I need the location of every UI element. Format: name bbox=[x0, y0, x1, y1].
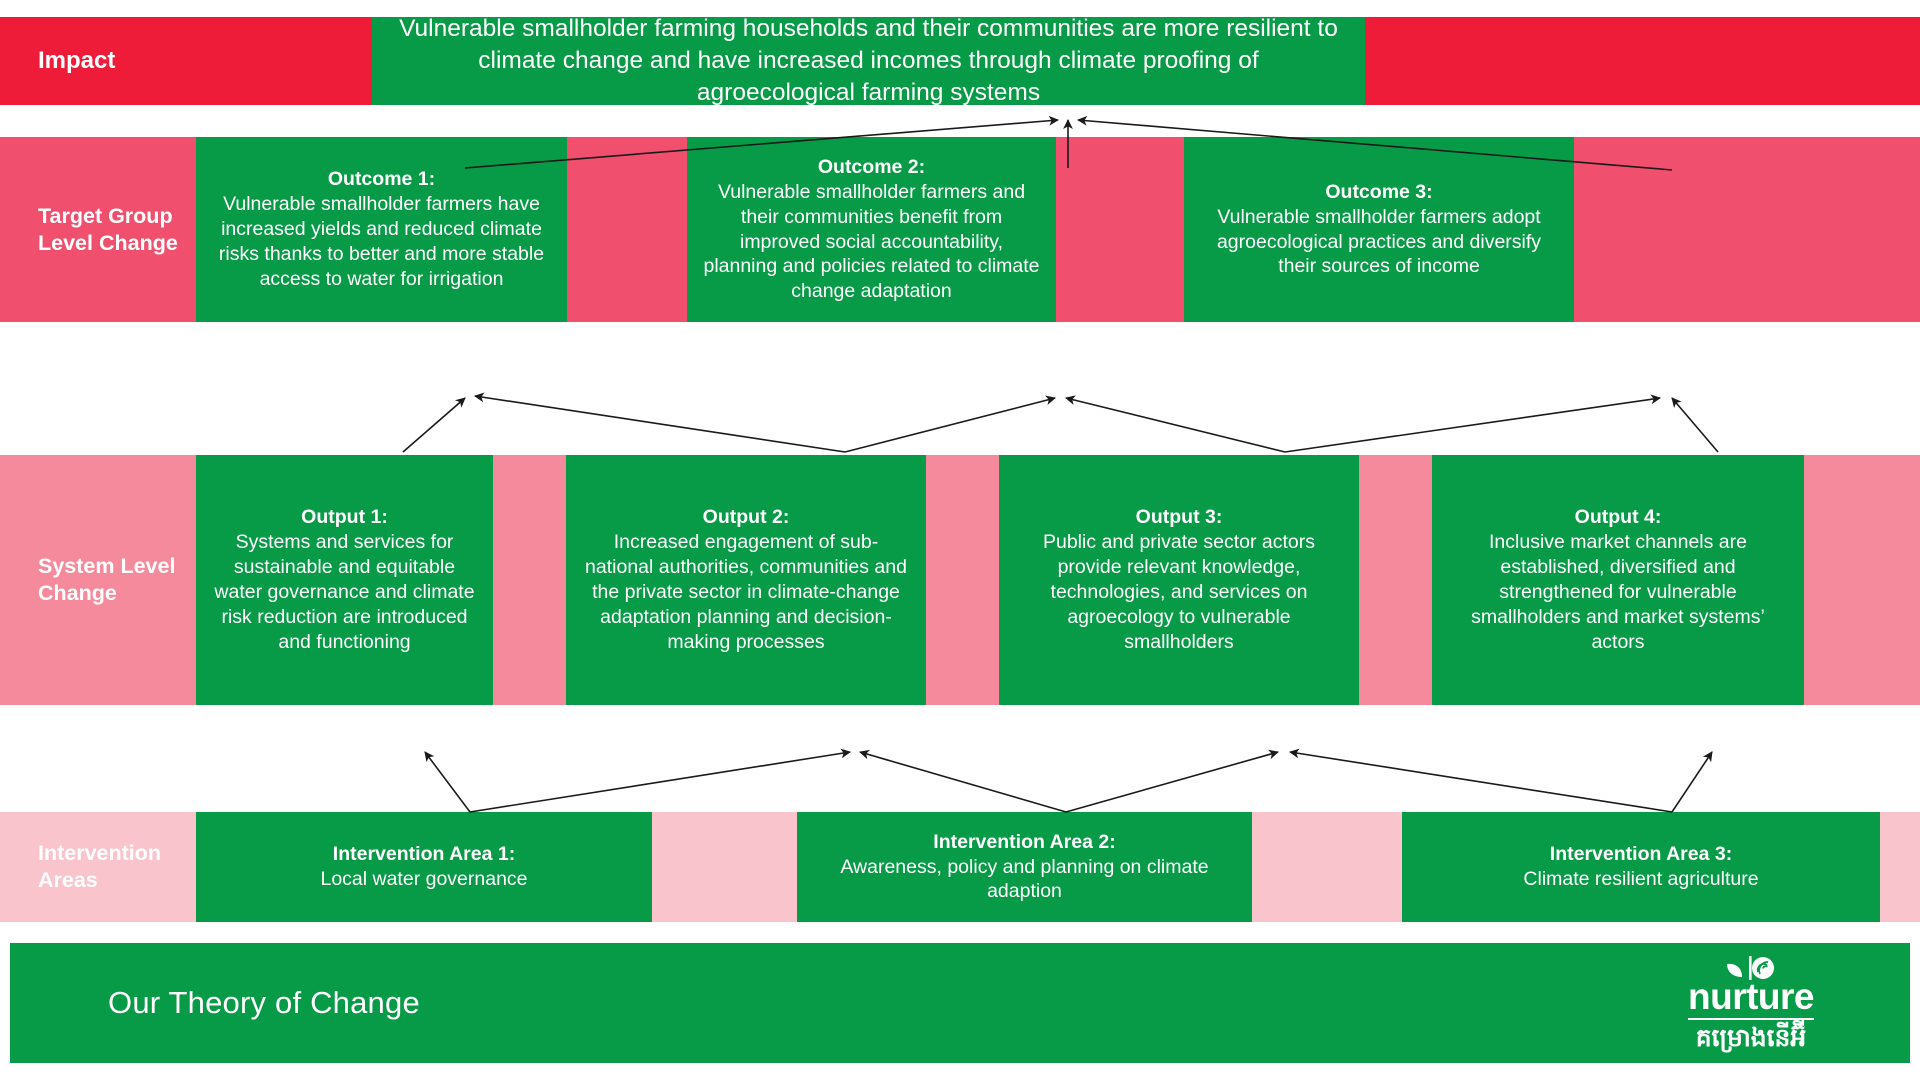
outcome-2-title: Outcome 2: bbox=[817, 155, 926, 178]
outcome-3-body: Vulnerable smallholder farmers adopt agr… bbox=[1216, 205, 1542, 278]
intervention-area-2-title: Intervention Area 2: bbox=[933, 830, 1116, 853]
intervention-area-3-box: Intervention Area 3: Climate resilient a… bbox=[1402, 812, 1880, 922]
leaf-and-fingerprint-icon bbox=[1727, 955, 1774, 980]
intervention-area-3-body: Climate resilient agriculture bbox=[1523, 868, 1759, 890]
outcome-2-body: Vulnerable smallholder farmers and their… bbox=[703, 180, 1040, 303]
diagram-title: Our Theory of Change bbox=[108, 985, 420, 1020]
impact-statement-text: Vulnerable smallholder farming household… bbox=[399, 15, 1338, 106]
intervention-area-1-box: Intervention Area 1: Local water governa… bbox=[196, 812, 652, 922]
output-2-body: Increased engagement of sub-national aut… bbox=[585, 531, 907, 653]
target-group-gap-1 bbox=[567, 137, 687, 322]
system-level-gap-1 bbox=[493, 455, 566, 705]
output-3-body: Public and private sector actors provide… bbox=[1042, 531, 1316, 653]
intervention-area-2-box: Intervention Area 2: Awareness, policy a… bbox=[797, 812, 1252, 922]
output-2-title: Output 2: bbox=[702, 506, 790, 529]
outcome-1-body: Vulnerable smallholder farmers have incr… bbox=[218, 193, 545, 290]
intervention-areas-row-label: Intervention Areas bbox=[38, 841, 162, 892]
nurture-logo: nurture គម្រោងនើអ៊ី bbox=[1688, 955, 1862, 1052]
output-3-box: Output 3: Public and private sector acto… bbox=[999, 455, 1359, 705]
system-level-row-label: System Level Change bbox=[38, 554, 176, 605]
outcome-3-title: Outcome 3: bbox=[1325, 180, 1433, 203]
outcome-1-title: Outcome 1: bbox=[327, 168, 436, 191]
system-level-gap-2 bbox=[926, 455, 999, 705]
footer-bar: Our Theory of Change nurture គម្រោងនើអ៊ី bbox=[10, 943, 1910, 1063]
intervention-gap-1 bbox=[652, 812, 797, 922]
output-4-body: Inclusive market channels are establishe… bbox=[1471, 531, 1765, 653]
output-2-box: Output 2: Increased engagement of sub-na… bbox=[566, 455, 926, 705]
output-3-title: Output 3: bbox=[1135, 506, 1223, 529]
impact-row: Impact Vulnerable smallholder farming ho… bbox=[0, 15, 1920, 106]
intervention-to-output-arrows bbox=[424, 748, 1713, 813]
output-to-outcome-arrows bbox=[402, 392, 1719, 453]
system-level-row-filler bbox=[1804, 455, 1920, 705]
outcome-1-box: Outcome 1: Vulnerable smallholder farmer… bbox=[196, 137, 567, 322]
output-1-title: Output 1: bbox=[301, 506, 388, 529]
impact-row-label: Impact bbox=[38, 47, 116, 74]
logo-wordmark: nurture bbox=[1688, 978, 1815, 1020]
target-group-level-change-row: Target Group Level Change Outcome 1: Vul… bbox=[0, 137, 1920, 322]
output-4-title: Output 4: bbox=[1574, 506, 1662, 529]
intervention-area-3-title: Intervention Area 3: bbox=[1549, 843, 1733, 866]
output-4-box: Output 4: Inclusive market channels are … bbox=[1432, 455, 1804, 705]
outcome-3-box: Outcome 3: Vulnerable smallholder farmer… bbox=[1184, 137, 1574, 322]
outcome-2-box: Outcome 2: Vulnerable smallholder farmer… bbox=[687, 137, 1056, 322]
target-group-row-label: Target Group Level Change bbox=[38, 203, 178, 255]
target-group-row-filler bbox=[1574, 137, 1920, 322]
impact-row-filler bbox=[1365, 17, 1920, 105]
impact-statement-box: Vulnerable smallholder farming household… bbox=[372, 15, 1365, 106]
intervention-area-1-body: Local water governance bbox=[320, 868, 528, 890]
intervention-areas-row: Intervention Areas Intervention Area 1: … bbox=[0, 812, 1920, 922]
system-level-gap-3 bbox=[1359, 455, 1432, 705]
logo-khmer-text: គម្រោងនើអ៊ី bbox=[1695, 1022, 1807, 1052]
intervention-row-filler bbox=[1880, 812, 1920, 922]
target-group-gap-2 bbox=[1056, 137, 1184, 322]
output-1-box: Output 1: Systems and services for susta… bbox=[196, 455, 493, 705]
output-1-body: Systems and services for sustainable and… bbox=[214, 531, 475, 653]
intervention-area-1-title: Intervention Area 1: bbox=[332, 843, 516, 866]
intervention-gap-2 bbox=[1252, 812, 1402, 922]
intervention-area-2-body: Awareness, policy and planning on climat… bbox=[840, 855, 1209, 903]
system-level-change-row: System Level Change Output 1: Systems an… bbox=[0, 455, 1920, 705]
